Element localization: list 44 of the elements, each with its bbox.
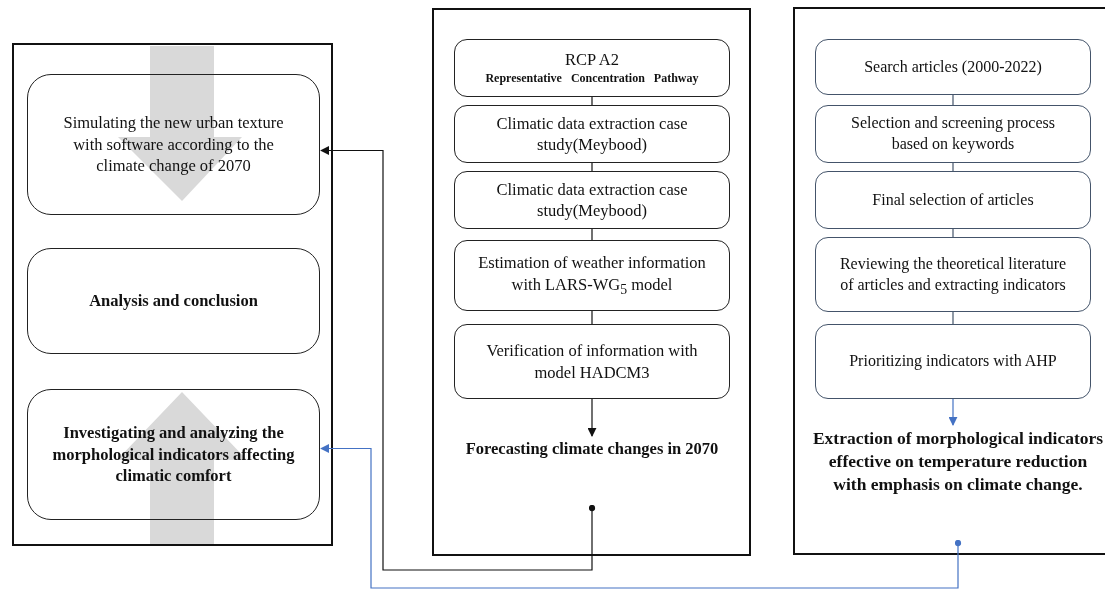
process-box <box>454 171 730 229</box>
process-box <box>454 105 730 163</box>
result-text: Extraction of morphological indicators effective on temperature reduction with emphasis on climate change. <box>812 427 1104 496</box>
step-text: Climatic data extraction case study(Meybood) <box>495 112 689 156</box>
connector-line <box>591 310 593 325</box>
step-text: Reviewing the theoretical literature of articles and extracting indicators <box>838 253 1068 296</box>
step-text: Simulating the new urban texture with software according to the climate change of 2070 <box>62 112 285 177</box>
process-box <box>815 105 1091 163</box>
process-box <box>27 248 320 354</box>
step-text: Investigating and analyzing the morphological indicators affecting climatic comfort <box>51 422 296 487</box>
panel-frame <box>432 8 751 556</box>
process-box <box>815 171 1091 229</box>
process-box <box>815 237 1091 312</box>
step-text: Estimation of weather information with LARS-WG$_{5}$ model <box>477 252 707 299</box>
step-text: Verification of information with model HADCM3 <box>485 340 699 383</box>
process-box <box>27 389 320 520</box>
step-text: Final selection of articles <box>872 189 1034 210</box>
process-box <box>815 39 1091 95</box>
step-text: RCP A2 <box>565 48 619 71</box>
step-text: Prioritizing indicators with AHP <box>849 351 1057 372</box>
process-box <box>454 324 730 399</box>
connector-line <box>952 162 954 172</box>
connector-line <box>952 228 954 238</box>
connector-line <box>591 162 593 172</box>
step-text: Climatic data extraction case study(Meybood) <box>495 178 689 222</box>
process-box <box>27 74 320 215</box>
connector-line <box>591 228 593 241</box>
process-box <box>815 324 1091 399</box>
connector-line <box>952 311 954 325</box>
panel-frame <box>12 43 333 546</box>
connector-line <box>952 94 954 106</box>
step-text: Analysis and conclusion <box>89 290 258 312</box>
step-text: Search articles (2000-2022) <box>864 56 1042 78</box>
panel-frame <box>793 7 1105 555</box>
arrow <box>948 398 958 426</box>
arrow <box>587 398 597 437</box>
process-box <box>454 240 730 311</box>
process-box <box>454 39 730 97</box>
step-text: Selection and screening process based on keywords <box>850 113 1056 155</box>
arrow <box>320 444 962 589</box>
subtitle-text: Representative Concentration Pathway <box>485 70 699 88</box>
connector-line <box>591 96 593 106</box>
result-text: Forecasting climate changes in 2070 <box>465 438 719 460</box>
arrow <box>320 146 596 571</box>
